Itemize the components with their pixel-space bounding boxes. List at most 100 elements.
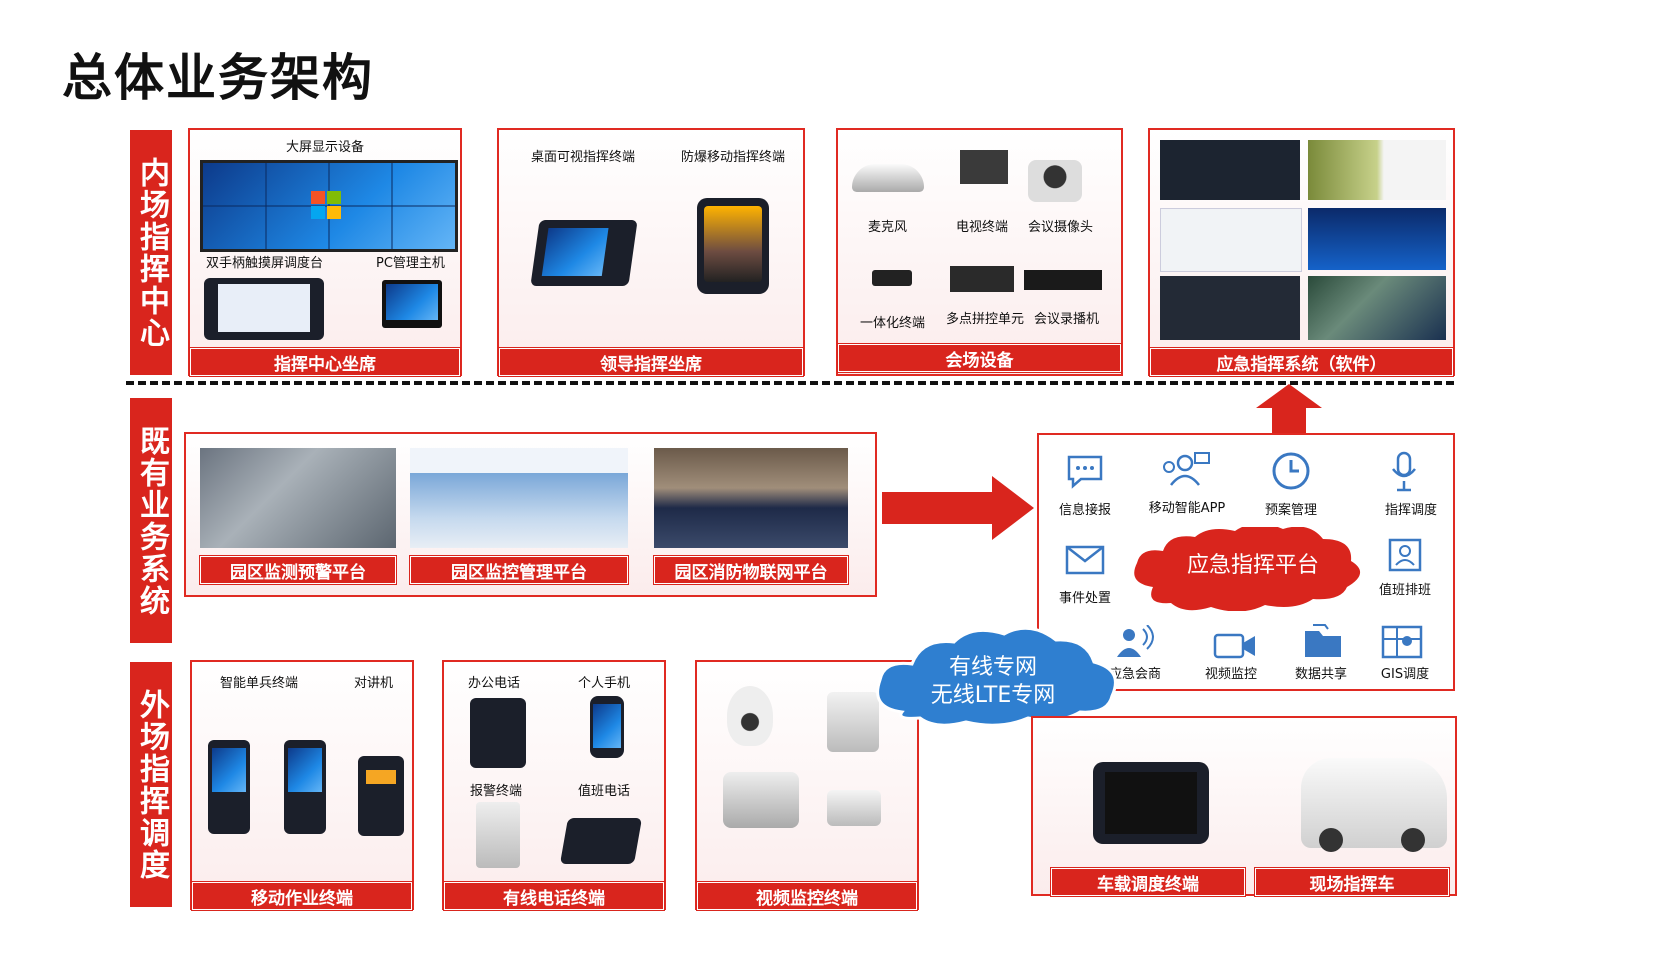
label-mobile-app: 移动智能APP bbox=[1148, 501, 1226, 516]
touch-console-image bbox=[204, 278, 324, 340]
up-arrow bbox=[1256, 384, 1322, 436]
label-personal-phone: 个人手机 bbox=[578, 676, 631, 691]
panel-mobile-terminals: 智能单兵终端 对讲机 移动作业终端 bbox=[190, 660, 414, 911]
integrated-terminal-image bbox=[872, 270, 912, 286]
bar-command-seat: 指挥中心坐席 bbox=[189, 347, 461, 377]
panel-video-terminals: 视频监控终端 bbox=[695, 660, 919, 911]
layer-label-outer: 外场指挥调度 bbox=[130, 662, 172, 907]
label-alarm-terminal: 报警终端 bbox=[470, 784, 523, 799]
layer-divider bbox=[126, 381, 1454, 385]
label-command-dispatch: 指挥调度 bbox=[1384, 503, 1437, 518]
label-gis-dispatch: GIS调度 bbox=[1380, 667, 1430, 682]
panel-command-seat: 大屏显示设备 双手柄触摸屏调度台 PC管理主机 指挥中心坐席 bbox=[188, 128, 462, 377]
layer-label-inner: 内场指挥中心 bbox=[130, 130, 172, 375]
microphone-icon bbox=[1392, 451, 1416, 492]
bar-wired-terminals: 有线电话终端 bbox=[443, 881, 665, 911]
software-screenshot-2 bbox=[1308, 140, 1446, 200]
envelope-icon bbox=[1065, 545, 1105, 575]
bar-monitor-warning: 园区监测预警平台 bbox=[199, 555, 397, 585]
label-recorder: 会议录播机 bbox=[1034, 312, 1100, 327]
mcu-image bbox=[950, 266, 1014, 292]
label-emergency-consult: 应急会商 bbox=[1108, 667, 1161, 682]
label-explosion-proof-terminal: 防爆移动指挥终端 bbox=[681, 150, 786, 165]
layer-label-existing: 既有业务系统 bbox=[130, 398, 172, 643]
desktop-terminal-image bbox=[530, 220, 638, 286]
panel-leader-seat: 桌面可视指挥终端 防爆移动指挥终端 领导指挥坐席 bbox=[497, 128, 805, 377]
software-screenshot-4 bbox=[1308, 208, 1446, 270]
dome-camera-image bbox=[727, 686, 773, 746]
label-microphone: 麦克风 bbox=[868, 220, 908, 235]
walkie-talkie-image bbox=[358, 756, 404, 836]
software-screenshot-5 bbox=[1160, 276, 1300, 340]
folder-share-icon bbox=[1305, 624, 1341, 657]
monitor-management-image bbox=[410, 448, 628, 548]
panel-venue-devices: 麦克风 电视终端 会议摄像头 一体化终端 多点拼控单元 会议录播机 会场设备 bbox=[836, 128, 1123, 376]
network-label-wired: 有线专网 bbox=[948, 655, 1037, 680]
label-data-sharing: 数据共享 bbox=[1294, 667, 1347, 682]
label-integrated-terminal: 一体化终端 bbox=[860, 316, 926, 331]
alarm-terminal-image bbox=[476, 802, 520, 868]
bar-venue-devices: 会场设备 bbox=[837, 343, 1122, 373]
panel-emergency-platform: 信息接报 移动智能APP 预案管理 指挥调度 事件处置 应急指挥平台 值班排班 … bbox=[1037, 433, 1455, 691]
bar-command-vehicle: 现场指挥车 bbox=[1254, 867, 1450, 897]
panel-emergency-software: 应急指挥系统（软件） bbox=[1148, 128, 1455, 377]
personal-phone-image bbox=[590, 696, 624, 758]
vehicle-terminal-image bbox=[1093, 762, 1209, 844]
office-phone-image bbox=[470, 698, 526, 768]
video-camera-icon bbox=[1213, 633, 1255, 659]
label-info-report: 信息接报 bbox=[1058, 503, 1111, 518]
bar-fire-iot: 园区消防物联网平台 bbox=[653, 555, 849, 585]
tv-terminal-image bbox=[960, 150, 1008, 184]
red-cloud bbox=[1134, 527, 1360, 611]
panel-vehicle: 车载调度终端 现场指挥车 bbox=[1031, 716, 1457, 897]
label-big-screen: 大屏显示设备 bbox=[286, 140, 365, 155]
label-pc-host: PC管理主机 bbox=[376, 256, 445, 271]
bar-video-terminals: 视频监控终端 bbox=[696, 881, 918, 911]
label-office-phone: 办公电话 bbox=[468, 676, 521, 691]
mobile-terminal-image bbox=[697, 198, 769, 294]
smart-terminal-image-2 bbox=[284, 740, 326, 834]
label-mcu: 多点拼控单元 bbox=[946, 312, 1025, 327]
thermal-camera-image bbox=[723, 772, 799, 828]
ptz-camera-image bbox=[827, 692, 879, 752]
clock-icon bbox=[1272, 452, 1310, 490]
big-screen-image bbox=[200, 160, 458, 252]
screen-grid bbox=[203, 163, 455, 249]
label-smart-terminal: 智能单兵终端 bbox=[220, 676, 299, 691]
label-walkie-talkie: 对讲机 bbox=[354, 676, 394, 691]
meeting-icon bbox=[1117, 625, 1154, 657]
panel-wired-terminals: 办公电话 个人手机 报警终端 值班电话 有线电话终端 bbox=[442, 660, 666, 911]
label-tv-terminal: 电视终端 bbox=[956, 220, 1009, 235]
page-title: 总体业务架构 bbox=[62, 49, 374, 107]
recorder-image bbox=[1024, 270, 1102, 290]
label-plan-management: 预案管理 bbox=[1264, 503, 1317, 518]
label-touch-console: 双手柄触摸屏调度台 bbox=[206, 256, 324, 271]
users-icon bbox=[1163, 452, 1210, 486]
bar-mobile-terminals: 移动作业终端 bbox=[191, 881, 413, 911]
conference-camera-image bbox=[1028, 160, 1082, 202]
software-screenshot-1 bbox=[1160, 140, 1300, 200]
map-icon bbox=[1381, 625, 1423, 659]
bar-leader-seat: 领导指挥坐席 bbox=[498, 347, 804, 377]
label-conference-camera: 会议摄像头 bbox=[1028, 220, 1094, 235]
fire-iot-image bbox=[654, 448, 848, 548]
bar-vehicle-terminal: 车载调度终端 bbox=[1050, 867, 1246, 897]
software-screenshot-6 bbox=[1308, 276, 1446, 340]
duty-phone-image bbox=[559, 818, 643, 864]
microphone-image bbox=[852, 164, 924, 192]
platform-center-label: 应急指挥平台 bbox=[1186, 553, 1319, 578]
monitor-warning-image bbox=[200, 448, 396, 548]
software-screenshot-3 bbox=[1160, 208, 1302, 272]
pc-monitor-image bbox=[382, 280, 442, 328]
label-duty-schedule: 值班排班 bbox=[1378, 583, 1431, 598]
bar-monitor-management: 园区监控管理平台 bbox=[409, 555, 629, 585]
network-cloud bbox=[876, 626, 1117, 727]
message-icon bbox=[1067, 455, 1103, 489]
panel-existing-systems: 园区监测预警平台 园区监控管理平台 园区消防物联网平台 bbox=[184, 432, 877, 597]
command-vehicle-image bbox=[1301, 758, 1447, 852]
person-card-icon bbox=[1388, 538, 1422, 572]
network-label-lte: 无线LTE专网 bbox=[930, 683, 1056, 708]
label-duty-phone: 值班电话 bbox=[578, 784, 631, 799]
label-event-handling: 事件处置 bbox=[1058, 591, 1111, 606]
label-video-monitor: 视频监控 bbox=[1204, 667, 1257, 682]
